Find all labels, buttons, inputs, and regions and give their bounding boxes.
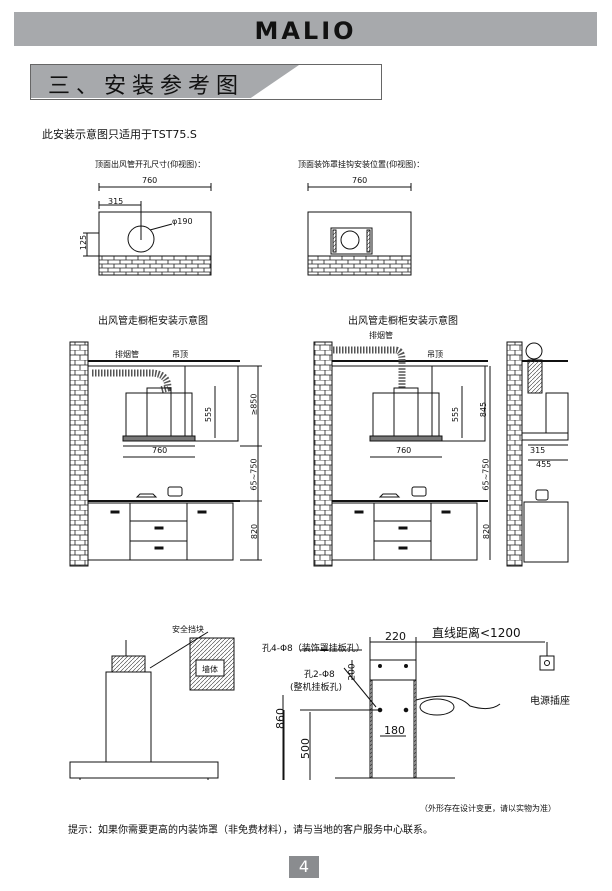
dim-850-left: ≥850 — [249, 393, 259, 416]
top-left-drawing — [83, 183, 212, 276]
page-number: 4 — [289, 856, 319, 878]
dim-760-top-left: 760 — [142, 176, 158, 185]
design-change-note: （外形存在设计变更，请以实物为准） — [420, 804, 556, 813]
dim-455-side: 455 — [536, 460, 552, 469]
dim-315-top-left: 315 — [108, 197, 124, 206]
dim-760-right: 760 — [396, 446, 412, 455]
top-right-caption: 顶面装饰罩挂钩安装位置(仰视图)： — [298, 160, 425, 169]
middle-right-drawing — [313, 341, 569, 567]
bottom-left-drawing — [69, 631, 235, 780]
dim-760-left: 760 — [152, 446, 168, 455]
dim-555-left: 555 — [204, 406, 214, 423]
max-distance: 直线距离<1200 — [432, 626, 521, 640]
tip-text: 提示：如果你需要更高的内装饰罩（非免费材料），请与当地的客户服务中心联系。 — [68, 825, 433, 836]
top-right-drawing — [307, 183, 412, 276]
hole4-label: 孔4-Φ8（装饰罩挂板孔） — [262, 644, 365, 654]
hole2-line2: (整机挂板孔) — [290, 683, 343, 693]
intro-text: 此安装示意图只适用于TST75.S — [42, 128, 197, 141]
dim-180: 180 — [384, 724, 405, 737]
brand-logo: MALIO — [254, 17, 357, 45]
dim-125-top-left: 125 — [79, 234, 89, 251]
dim-65-750-left: 65~750 — [249, 458, 259, 491]
tag-safety-block: 安全挡块 — [172, 625, 204, 634]
dim-200: 200 — [347, 663, 358, 681]
brand-bar: MALIO — [14, 12, 597, 46]
dim-hole-top-left: φ190 — [172, 217, 193, 226]
section-frame — [30, 64, 382, 100]
middle-right-caption: 出风管走橱柜安装示意图 — [348, 316, 458, 327]
tag-pipe-right: 排烟管 — [369, 331, 393, 340]
bottom-right-drawing — [282, 637, 555, 780]
dim-760-top-right: 760 — [352, 176, 368, 185]
dim-315-side: 315 — [530, 446, 546, 455]
dim-500: 500 — [299, 738, 312, 759]
tag-ceiling-right: 吊顶 — [427, 350, 443, 359]
middle-left-caption: 出风管走橱柜安装示意图 — [98, 316, 208, 327]
section-bar — [31, 65, 299, 98]
dim-65-750-right: 65~750 — [481, 458, 491, 491]
dim-820-left: 820 — [250, 523, 260, 540]
section-title: 三、安装参考图 — [48, 74, 245, 99]
tag-ceiling-left: 吊顶 — [172, 350, 188, 359]
dim-820-right: 820 — [482, 523, 492, 540]
dim-220: 220 — [385, 630, 406, 643]
dim-555-right: 555 — [451, 406, 461, 423]
hole2-line1: 孔2-Φ8 — [304, 670, 335, 680]
tag-pipe-left: 排烟管 — [115, 350, 139, 359]
dim-860: 860 — [274, 708, 287, 729]
dim-845-right: 845 — [479, 401, 489, 418]
tag-wall: 墙体 — [202, 665, 218, 674]
top-left-caption: 顶面出风管开孔尺寸(仰视图)： — [95, 160, 206, 169]
middle-left-drawing — [69, 341, 262, 567]
outlet-label: 电源插座 — [530, 696, 570, 707]
